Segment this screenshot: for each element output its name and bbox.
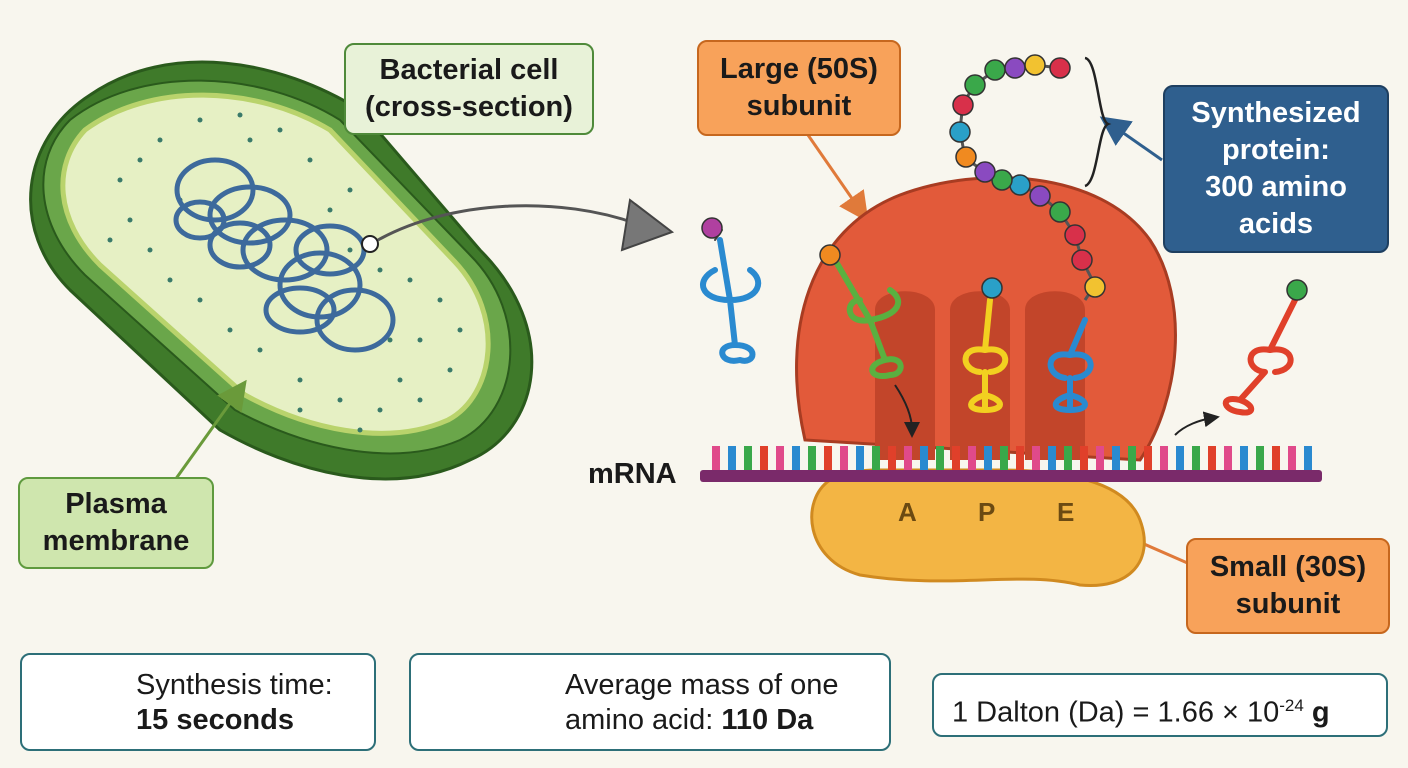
- mrna-nucleotide: [1064, 446, 1072, 470]
- exit-arrow: [1174, 411, 1220, 436]
- plasma-membrane-label: Plasma membrane: [18, 477, 214, 569]
- bacterial-cell-label-line1: Bacterial cell: [379, 54, 559, 86]
- mrna-nucleotide: [1160, 446, 1168, 470]
- mrna-nucleotide: [1224, 446, 1232, 470]
- bacterial-cell-label-line2: (cross-section): [365, 91, 573, 123]
- synthesized-protein-line4: acids: [1238, 208, 1314, 240]
- synthesis-time-value: 15 seconds: [136, 704, 294, 736]
- large-subunit-label-line2: subunit: [746, 90, 852, 122]
- mrna-nucleotide: [856, 446, 864, 470]
- large-subunit-arrow: [806, 134, 869, 223]
- mrna-nucleotide: [1016, 446, 1024, 470]
- mrna-nucleotide: [1032, 446, 1040, 470]
- mrna-nucleotide: [1128, 446, 1136, 470]
- mrna-nucleotide: [792, 446, 800, 470]
- bacterial-cell: [29, 60, 534, 481]
- amino-acid-mass-box: Average mass of one amino acid: 110 Da: [409, 653, 891, 751]
- small-subunit-label-line2: subunit: [1235, 588, 1341, 620]
- mrna-nucleotide: [1144, 446, 1152, 470]
- synthesized-protein-line1: Synthesized: [1191, 97, 1361, 129]
- mrna-nucleotide: [1288, 446, 1296, 470]
- mrna-nucleotide: [872, 446, 880, 470]
- site-e-label: E: [1057, 497, 1075, 527]
- mrna-nucleotide: [808, 446, 816, 470]
- site-p-label: P: [978, 497, 996, 527]
- mrna-nucleotide: [1080, 446, 1088, 470]
- plasma-membrane-label-line2: membrane: [42, 525, 190, 557]
- mrna-nucleotide: [984, 446, 992, 470]
- mrna-strand: [700, 446, 1322, 482]
- synthesized-protein-line2: protein:: [1222, 134, 1330, 166]
- dalton-exponent: -24: [1279, 696, 1304, 715]
- mrna-nucleotide: [968, 446, 976, 470]
- mrna-nucleotide: [1240, 446, 1248, 470]
- small-subunit-label-line1: Small (30S): [1209, 551, 1367, 583]
- large-subunit-label: Large (50S) subunit: [697, 40, 901, 136]
- plasma-membrane-label-line1: Plasma: [65, 488, 167, 520]
- mrna-nucleotide: [840, 446, 848, 470]
- mrna-nucleotide: [1112, 446, 1120, 470]
- mrna-nucleotide: [744, 446, 752, 470]
- mrna-nucleotide: [1176, 446, 1184, 470]
- dalton-conversion-text: 1 Dalton (Da) = 1.66 × 10-24 g: [952, 688, 1330, 731]
- small-subunit-label: Small (30S) subunit: [1186, 538, 1390, 634]
- mrna-nucleotide: [1096, 446, 1104, 470]
- amino-acid-mass-label: Average mass of one: [565, 669, 839, 701]
- zoom-arrow-line: [377, 204, 641, 242]
- synthesis-time-label: Synthesis time:: [136, 669, 333, 701]
- mrna-nucleotide: [1048, 446, 1056, 470]
- protein-arrow: [1099, 116, 1163, 162]
- protein-bracket: [1084, 56, 1112, 188]
- mrna-nucleotide: [1208, 446, 1216, 470]
- entry-arrow: [894, 384, 920, 438]
- protein-chain: [949, 54, 1106, 301]
- plasma-membrane-arrow: [173, 379, 247, 481]
- ribosome-dots: [107, 112, 463, 433]
- mrna-nucleotide: [904, 446, 912, 470]
- mrna-nucleotide: [728, 446, 736, 470]
- mrna-nucleotide: [920, 446, 928, 470]
- mrna-nucleotide: [1256, 446, 1264, 470]
- site-a-label: A: [898, 497, 917, 527]
- dna-nucleoid: [173, 157, 396, 353]
- mrna-nucleotide: [760, 446, 768, 470]
- synthesized-protein-line3: 300 amino: [1205, 171, 1347, 203]
- amino-acid-mass-label2: amino acid:: [565, 704, 714, 736]
- mrna-nucleotide: [1000, 446, 1008, 470]
- mrna-nucleotide: [888, 446, 896, 470]
- mrna-nucleotide: [1192, 446, 1200, 470]
- synthesis-time-text: Synthesis time: 15 seconds: [136, 668, 333, 738]
- mrna-label: mRNA: [588, 458, 677, 490]
- mrna-nucleotide: [936, 446, 944, 470]
- mrna-nucleotide: [776, 446, 784, 470]
- mrna-nucleotide: [712, 446, 720, 470]
- bacterial-cell-label: Bacterial cell (cross-section): [344, 43, 594, 135]
- dalton-conversion-box: 1 Dalton (Da) = 1.66 × 10-24 g: [932, 673, 1388, 737]
- trna-icon: [700, 217, 1308, 416]
- synthesis-time-box: Synthesis time: 15 seconds: [20, 653, 376, 751]
- mrna-nucleotide: [1304, 446, 1312, 470]
- dalton-unit: g: [1311, 696, 1330, 729]
- amino-acid-mass-text: Average mass of one amino acid: 110 Da: [565, 668, 839, 738]
- mrna-nucleotide: [952, 446, 960, 470]
- large-subunit-label-line1: Large (50S): [720, 53, 878, 85]
- zoom-arrowhead: [620, 198, 675, 252]
- mrna-nucleotide: [824, 446, 832, 470]
- synthesized-protein-label: Synthesized protein: 300 amino acids: [1163, 85, 1389, 253]
- mrna-nucleotide: [1272, 446, 1280, 470]
- dalton-prefix: 1 Dalton (Da) = 1.66 × 10: [952, 696, 1280, 729]
- amino-acid-mass-value: 110 Da: [721, 704, 814, 736]
